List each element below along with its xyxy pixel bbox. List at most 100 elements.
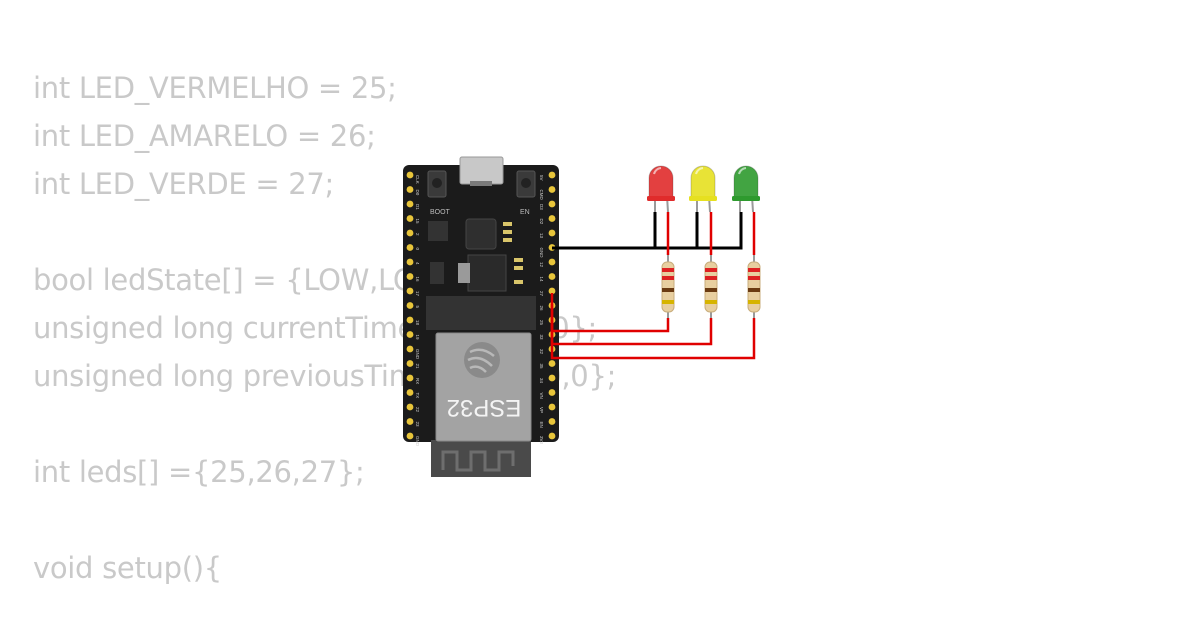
pin-label-right: 25: [539, 320, 544, 326]
resistor[interactable]: [747, 255, 761, 318]
pin-right[interactable]: [548, 374, 556, 382]
code-line: void setup(){: [33, 551, 222, 585]
pin-label-left: 17: [415, 291, 420, 297]
resistor-band: [705, 288, 717, 292]
pin-right[interactable]: [548, 273, 556, 280]
resistor-band: [705, 300, 717, 304]
pin-left[interactable]: [406, 244, 414, 251]
pin-label-left: 19: [415, 335, 420, 341]
led-dome: [690, 165, 716, 199]
pin-label-right: 35: [539, 364, 544, 370]
led-green[interactable]: [732, 165, 760, 213]
pin-label-right: 34: [539, 378, 544, 384]
pin-label-left: 0: [415, 248, 420, 251]
pin-left[interactable]: [406, 171, 414, 179]
led-rim: [647, 196, 675, 201]
pin-label-right: 26: [539, 306, 544, 312]
signal-wire-26: [550, 304, 713, 346]
pin-label-right: 12: [539, 262, 544, 268]
resistors: [661, 255, 761, 318]
pin-right[interactable]: [548, 215, 556, 222]
pin-right[interactable]: [548, 418, 556, 425]
resistor-body: [661, 261, 675, 313]
pin-label-right: CMD: [539, 190, 544, 201]
resistor[interactable]: [661, 255, 675, 318]
pin-label-right: VP: [539, 407, 544, 413]
resistor-band: [748, 268, 760, 272]
wires: [550, 212, 756, 360]
esp32-shield: [435, 332, 532, 442]
pin-label-left: 2: [415, 233, 420, 236]
pin-right[interactable]: [548, 389, 556, 396]
pin-right[interactable]: [548, 200, 556, 208]
pin-right[interactable]: [548, 258, 556, 266]
gnd-wire: [552, 234, 743, 250]
pin-label-left: 23: [415, 422, 420, 428]
resistor-band: [748, 288, 760, 292]
smd-part: [514, 266, 523, 270]
pin-label-right: 5V: [539, 175, 544, 181]
led-red[interactable]: [647, 165, 675, 213]
pin-left[interactable]: [406, 345, 414, 353]
pin-left[interactable]: [406, 374, 414, 382]
pin-left[interactable]: [406, 316, 414, 324]
smd-part: [503, 238, 512, 242]
resistor-band: [662, 276, 674, 280]
led-highlight: [738, 167, 747, 175]
usb-port: [470, 181, 492, 186]
pin-right[interactable]: [548, 186, 556, 193]
smd-part: [503, 222, 512, 226]
pin-label-right: GND: [539, 248, 544, 259]
en-label: EN: [520, 209, 530, 216]
pin-label-right: 33: [539, 335, 544, 341]
pin-label-right: 32: [539, 349, 544, 355]
pin-label-right: 3V3: [539, 436, 544, 445]
pin-left[interactable]: [406, 186, 414, 193]
pin-left[interactable]: [406, 331, 414, 338]
pin-right[interactable]: [548, 171, 556, 179]
pin-label-left: 22: [415, 407, 420, 413]
pin-right[interactable]: [548, 229, 556, 237]
boot-button-cap: [432, 178, 442, 188]
regulator-tab: [458, 263, 470, 283]
pin-right[interactable]: [548, 360, 556, 367]
pin-right[interactable]: [548, 432, 556, 440]
pin-label-left: 5: [415, 306, 420, 309]
pin-left[interactable]: [406, 258, 414, 266]
pin-label-left: 4: [415, 262, 420, 265]
pin-left[interactable]: [406, 229, 414, 237]
voltage-regulator: [467, 254, 507, 292]
pin-left[interactable]: [406, 418, 414, 425]
led-rim: [689, 196, 717, 201]
smd-part: [514, 258, 523, 262]
pin-right[interactable]: [548, 403, 556, 411]
pin-left[interactable]: [406, 403, 414, 411]
led-yellow[interactable]: [689, 165, 717, 213]
pin-left[interactable]: [406, 432, 414, 440]
code-line: int leds[] ={25,26,27};: [33, 455, 365, 489]
resistor-body: [747, 261, 761, 313]
pin-left[interactable]: [406, 287, 414, 295]
pin-label-right: D2: [539, 219, 544, 225]
pin-right[interactable]: [548, 287, 556, 295]
pin-label-left: 18: [415, 320, 420, 326]
resistor-band: [705, 276, 717, 280]
pin-left[interactable]: [406, 360, 414, 367]
pin-left[interactable]: [406, 215, 414, 222]
pin-label-right: D3: [539, 204, 544, 210]
pin-left[interactable]: [406, 389, 414, 396]
pin-label-left: 16: [415, 277, 420, 283]
code-line: int LED_VERMELHO = 25;: [33, 71, 397, 105]
signal-wire-27: [550, 316, 756, 360]
led-rim: [732, 196, 760, 201]
pin-left[interactable]: [406, 200, 414, 208]
pin-label-left: GND: [415, 436, 420, 447]
resistor[interactable]: [704, 255, 718, 318]
smd-part: [514, 280, 523, 284]
pin-label-left: 15: [415, 219, 420, 225]
pin-left[interactable]: [406, 273, 414, 280]
signal-wire-25: [550, 293, 670, 333]
esp32-board[interactable]: BOOT EN ESP32 CLKD0D115204161751819GND21…: [403, 156, 559, 477]
pin-left[interactable]: [406, 302, 414, 309]
led-highlight: [695, 167, 704, 175]
